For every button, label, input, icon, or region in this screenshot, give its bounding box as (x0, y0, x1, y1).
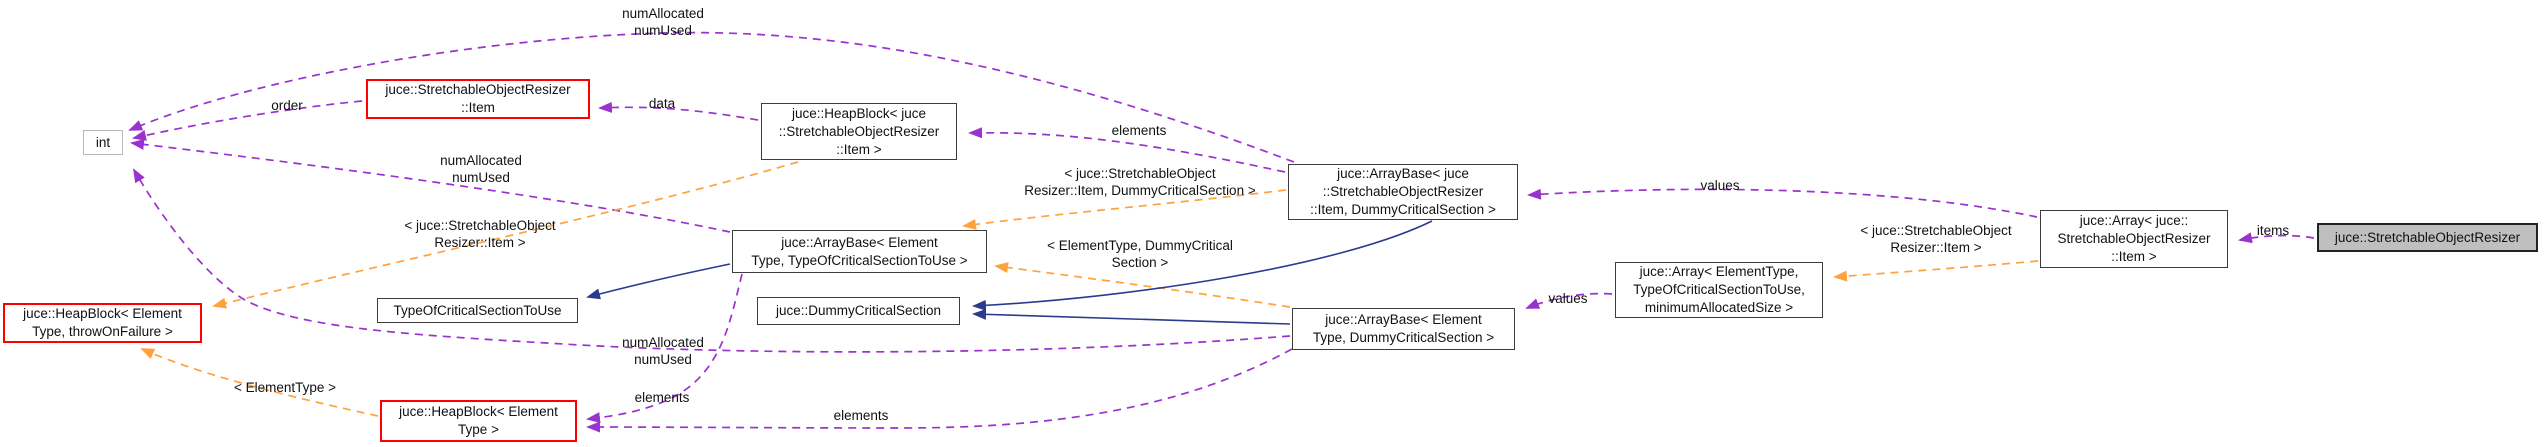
edge-label-line: < juce::StretchableObject (404, 218, 556, 233)
node-label-line: Type > (458, 422, 499, 437)
edge-inherit-arraybaseet-dcs (972, 308, 1291, 325)
edge-items-to-array-item (2238, 232, 2315, 244)
node-label-line: juce::DummyCriticalSection (775, 303, 942, 318)
edge-values-to-arraybase-item (1527, 188, 2038, 218)
edge-numused-mid-to-int (130, 138, 731, 233)
edge-label-data: data (649, 95, 675, 112)
node-label-line: juce::HeapBlock< juce (792, 105, 926, 121)
edge-label-line: numUsed (452, 170, 510, 185)
edge-label-values-bottom: values (1548, 290, 1587, 307)
edge-label-line: items (2256, 223, 2290, 238)
edge-data-to-item (598, 101, 759, 121)
edge-order-to-int (132, 100, 363, 141)
edge-label-line: Resizer::Item > (434, 235, 526, 250)
node-label-line: juce::Array< juce:: (2079, 213, 2189, 228)
edge-numused-top-to-int (128, 31, 1295, 163)
node-label-line: TypeOfCriticalSectionToUse (393, 302, 562, 318)
node-label-line: int (95, 134, 111, 150)
node-label-line: juce::HeapBlock< Element (23, 306, 182, 321)
edge-label-num-bottom: numAllocated numUsed (622, 334, 704, 368)
node-label-line: juce::Array< ElementType, (1639, 264, 1799, 279)
edge-label-line: numUsed (634, 352, 692, 367)
edge-label-line: elements (634, 390, 690, 405)
edge-elements-generic-to-heapblock-et (586, 273, 743, 424)
node-label-line: StretchableObjectResizer (2057, 231, 2211, 246)
edge-label-order: order (271, 97, 303, 114)
edge-label-num-mid: numAllocated numUsed (440, 152, 522, 186)
node-label-line: juce::ArrayBase< juce (1337, 166, 1469, 181)
edge-elements-etdcs-to-heapblock-et (586, 348, 1293, 433)
edge-label-values-top: values (1700, 177, 1739, 194)
edge-numused-bottom-to-int (132, 168, 1291, 353)
node-stretchable-object-resizer-item[interactable]: juce::StretchableObjectResizer::Item (366, 79, 590, 119)
node-int[interactable]: int (83, 130, 123, 155)
edge-label-line: values (1548, 291, 1588, 306)
node-label-line: ::Item (461, 100, 495, 115)
edge-inherit-arraybaseitem-dcs (972, 220, 1433, 311)
edge-label-line: < ElementType, DummyCritical (1047, 238, 1233, 253)
node-array-item[interactable]: juce::Array< juce::StretchableObjectResi… (2040, 210, 2228, 268)
edge-label-line: < juce::StretchableObject (1064, 166, 1216, 181)
edge-label-line: elements (833, 408, 889, 423)
node-label-line: ::StretchableObjectResizer (778, 123, 940, 139)
edge-label-line: < ElementType > (233, 380, 337, 395)
edge-label-line: Resizer::Item, DummyCriticalSection > (1024, 183, 1256, 198)
node-label-line: juce::StretchableObjectResizer (385, 82, 571, 97)
edge-label-num-top: numAllocated numUsed (622, 5, 704, 39)
node-heapblock-item[interactable]: juce::HeapBlock< juce::StretchableObject… (761, 103, 957, 160)
edge-label-line: Section > (1111, 255, 1169, 270)
edge-label-elements-mid: elements (635, 389, 690, 406)
node-label-line: juce::ArrayBase< Element (1325, 312, 1482, 327)
node-label-line: juce::HeapBlock< Element (399, 404, 558, 419)
edge-label-line: Resizer::Item > (1890, 240, 1982, 255)
edge-elements-to-heapblock-item (968, 127, 1286, 173)
edge-label-line: numAllocated (622, 6, 704, 21)
node-label-line: TypeOfCriticalSectionToUse, (1633, 282, 1805, 297)
node-label-line: juce::ArrayBase< Element (781, 234, 938, 250)
node-label-line: juce::StretchableObjectResizer (2334, 229, 2521, 245)
edge-values-to-arraybase-et-dcs (1525, 292, 1613, 309)
node-label-line: ::Item > (836, 141, 882, 157)
node-label-line: ::Item, DummyCriticalSection > (1310, 202, 1496, 217)
node-arraybase-item-dummycriticalsection[interactable]: juce::ArrayBase< juce::StretchableObject… (1288, 164, 1518, 220)
node-label-line: Type, TypeOfCriticalSectionToUse > (751, 252, 968, 268)
node-label-line: Type, DummyCriticalSection > (1312, 330, 1495, 345)
node-label-line: ::StretchableObjectResizer (1322, 184, 1484, 199)
edge-label-elements-top: elements (1112, 122, 1167, 139)
edge-label-line: elements (1111, 123, 1167, 138)
edge-label-line: values (1700, 178, 1740, 193)
node-label-line: Type, throwOnFailure > (32, 324, 173, 339)
edge-label-line: numUsed (634, 23, 692, 38)
edge-label-line: numAllocated (440, 153, 522, 168)
edge-label-line: data (648, 96, 676, 111)
node-label-line: minimumAllocatedSize > (1644, 300, 1794, 315)
edge-label-elements-bottom: elements (834, 407, 889, 424)
edge-label-line: numAllocated (622, 335, 704, 350)
edge-label-line: < juce::StretchableObject (1860, 223, 2012, 238)
edge-tmpl-arraybaseet-to-generic (994, 262, 1291, 308)
node-typeofcriticalsectiontouse[interactable]: TypeOfCriticalSectionToUse (377, 298, 578, 323)
edge-tmpl-heapet-to-heaptof (140, 348, 379, 417)
node-dummycriticalsection[interactable]: juce::DummyCriticalSection (757, 297, 960, 325)
edge-tmpl-heapitem-to-heaptof (212, 161, 799, 309)
node-stretchable-object-resizer[interactable]: juce::StretchableObjectResizer (2317, 223, 2538, 252)
edge-inherit-generic-tocs (586, 263, 731, 300)
node-label-line: ::Item > (2111, 249, 2157, 264)
edge-label-line: order (271, 98, 303, 113)
edge-label-items: items (2257, 222, 2289, 239)
edge-tmpl-arraybaseitem-to-generic (962, 189, 1287, 230)
edge-tmpl-arrayitem-to-arraygeneric (1833, 260, 2039, 282)
node-array-generic[interactable]: juce::Array< ElementType,TypeOfCriticalS… (1615, 262, 1823, 318)
edge-label-tmpl-elementtype: < ElementType > (234, 379, 336, 396)
